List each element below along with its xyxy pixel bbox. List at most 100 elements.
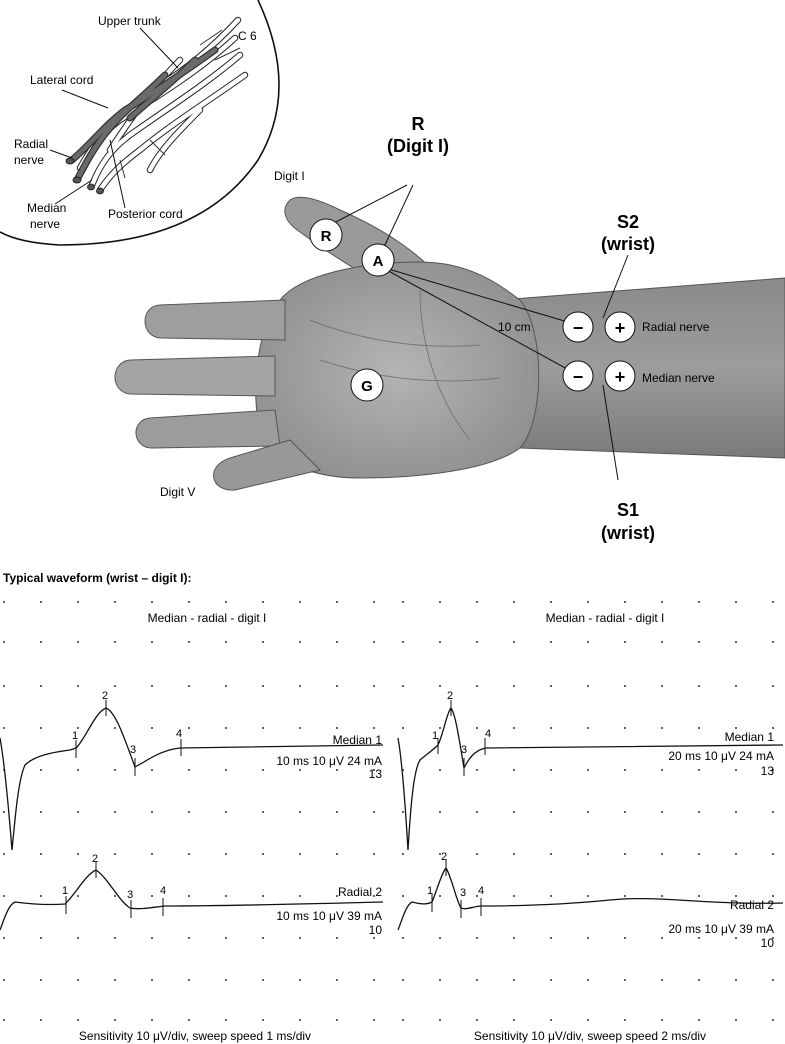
grid-dot <box>373 853 375 855</box>
grid-dot <box>550 979 552 981</box>
grid-dot <box>40 853 42 855</box>
grid-dot <box>40 937 42 939</box>
grid-dot <box>40 811 42 813</box>
grid-dot <box>299 811 301 813</box>
grid-dot <box>661 1019 663 1021</box>
grid-dot <box>40 641 42 643</box>
grid-dot <box>624 727 626 729</box>
grid-dot <box>3 895 5 897</box>
label-radial-nerve-2: nerve <box>14 153 44 167</box>
grid-dot <box>698 685 700 687</box>
grid-dot <box>262 811 264 813</box>
grid-dot <box>114 895 116 897</box>
hand-illustration: R A G − + − + R (Digit I) Digit I Digit … <box>114 114 785 543</box>
grid-dot <box>735 1019 737 1021</box>
grid-dot <box>624 937 626 939</box>
grid-dot <box>772 727 774 729</box>
label-radial-nerve: Radial nerve <box>642 320 710 334</box>
marker-right-median-2: 2 <box>447 690 453 702</box>
forearm <box>499 277 785 459</box>
trace-left-median-count: 13 <box>369 767 383 781</box>
grid-dot <box>587 641 589 643</box>
grid-dot <box>402 895 404 897</box>
right-median-ticks <box>437 700 486 776</box>
label-digit-i: Digit I <box>274 169 305 183</box>
grid-dot <box>550 853 552 855</box>
stimulator-median: − + <box>562 360 636 392</box>
grid-dot <box>550 601 552 603</box>
grid-dot <box>373 895 375 897</box>
grid-dot <box>587 937 589 939</box>
inset-leader-lines <box>49 27 179 209</box>
grid-dot <box>772 641 774 643</box>
panel-right-title: Median - radial - digit I <box>546 611 665 625</box>
grid-dot <box>587 601 589 603</box>
grid-dot <box>698 853 700 855</box>
grid-dot <box>188 727 190 729</box>
grid-dot <box>299 853 301 855</box>
plexus-drawing <box>65 16 249 195</box>
grid-dot <box>476 811 478 813</box>
label-distance: 10 cm <box>498 320 531 334</box>
index-finger <box>144 299 286 341</box>
stimulator-median-plus: + <box>615 367 626 387</box>
grid-dot <box>114 937 116 939</box>
label-c6: C 6 <box>238 29 257 43</box>
grid-dot <box>299 769 301 771</box>
grid-dot <box>225 641 227 643</box>
grid-dot <box>439 727 441 729</box>
grid-dot <box>772 895 774 897</box>
grid-dot <box>40 601 42 603</box>
grid-dot <box>513 641 515 643</box>
grid-dot <box>624 895 626 897</box>
marker-right-radial-4: 4 <box>478 885 484 897</box>
grid-dot <box>151 769 153 771</box>
label-s2-wrist: (wrist) <box>601 234 655 254</box>
grid-dot <box>188 895 190 897</box>
panel-left-footer: Sensitivity 10 μV/div, sweep speed 1 ms/… <box>79 1029 311 1043</box>
label-upper-trunk: Upper trunk <box>98 14 162 28</box>
electrode-r: R <box>309 218 343 252</box>
grid-dot <box>114 1019 116 1021</box>
grid-dot <box>77 811 79 813</box>
trace-right-radial-settings: 20 ms 10 μV 39 mA <box>668 922 774 936</box>
grid-dot <box>188 1019 190 1021</box>
grid-dot <box>698 979 700 981</box>
marker-left-radial-3: 3 <box>127 889 133 901</box>
grid-dot <box>3 641 5 643</box>
grid-dot <box>114 853 116 855</box>
grid-dot <box>262 853 264 855</box>
marker-right-median-3: 3 <box>461 744 467 756</box>
grid-dot <box>439 685 441 687</box>
palm <box>255 261 540 479</box>
grid-dot <box>550 769 552 771</box>
grid-dot <box>735 895 737 897</box>
grid-dot <box>587 895 589 897</box>
grid-dot <box>476 601 478 603</box>
waveform-grid-dots <box>3 601 774 1021</box>
label-median-nerve-2: nerve <box>30 217 60 231</box>
grid-dot <box>77 979 79 981</box>
palm-creases <box>309 289 501 441</box>
grid-dot <box>373 979 375 981</box>
grid-dot <box>550 937 552 939</box>
label-recording-r: R <box>412 114 425 134</box>
grid-dot <box>299 1019 301 1021</box>
grid-dot <box>3 853 5 855</box>
grid-dot <box>151 937 153 939</box>
grid-dot <box>439 811 441 813</box>
waveform-heading: Typical waveform (wrist – digit I): <box>3 571 191 585</box>
panel-left-title: Median - radial - digit I <box>148 611 267 625</box>
trace-left-radial-count: 10 <box>369 923 383 937</box>
grid-dot <box>402 811 404 813</box>
grid-dot <box>225 769 227 771</box>
grid-dot <box>772 769 774 771</box>
grid-dot <box>698 769 700 771</box>
grid-dot <box>587 685 589 687</box>
grid-dot <box>373 811 375 813</box>
grid-dot <box>114 685 116 687</box>
grid-dot <box>225 811 227 813</box>
panel-right-footer: Sensitivity 10 μV/div, sweep speed 2 ms/… <box>474 1029 706 1043</box>
trace-right-median-name: Median 1 <box>725 730 775 744</box>
